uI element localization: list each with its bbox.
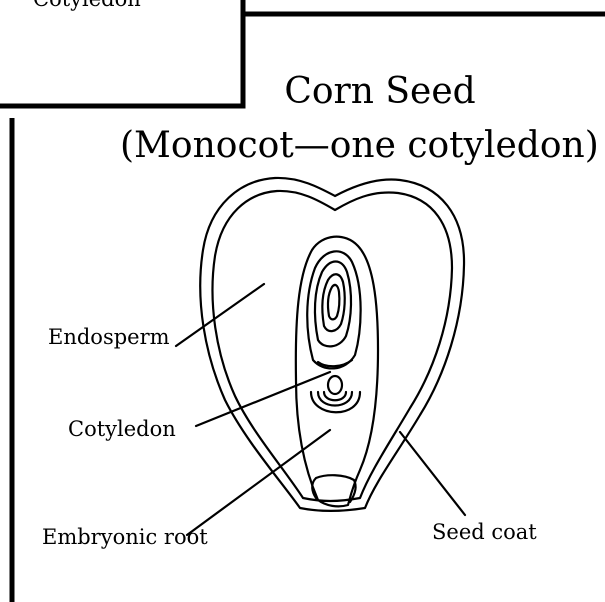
plumule-inner [322,274,344,331]
cotyledon-label: Cotyledon [68,416,176,442]
radicle-core [328,376,342,394]
seed-coat-label: Seed coat [432,519,537,545]
embryonic-root-leader-line [187,430,330,535]
embryonic-root-label: Embryonic root [42,524,208,550]
seed-coat-outline [200,178,464,511]
plumule-core [328,285,339,319]
endosperm-leader-line [176,284,264,346]
embryo-outline [296,237,378,507]
endosperm-label: Endosperm [48,324,170,350]
seed-coat-leader-line [400,432,465,515]
embryo-notch [318,360,352,366]
